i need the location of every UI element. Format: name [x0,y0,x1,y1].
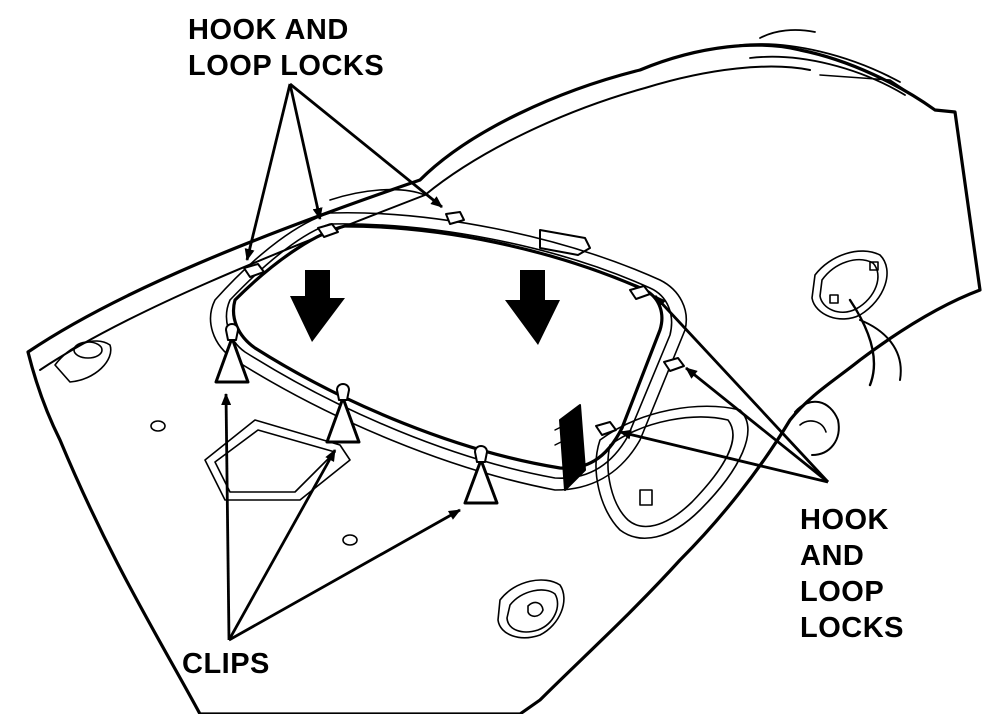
lock-pad-1 [243,263,265,278]
leader-right-2 [685,366,829,484]
label-line: LOCKS [800,612,904,644]
label-line: LOOP [800,576,885,608]
hook-loop-locks-label-top: HOOK AND LOOP LOCKS [188,12,384,84]
hook-loop-lock-pads [243,211,685,436]
down-arrow-left-icon [290,270,345,342]
headliner-outline [26,43,982,714]
lock-pad-5 [663,357,685,372]
leader-top-2 [288,83,323,220]
hook-loop-locks-label-right: HOOK AND LOOP LOCKS [800,502,904,646]
leader-right-3 [619,429,829,484]
label-line: HOOK AND [188,14,349,46]
label-line: LOOP LOCKS [188,50,385,82]
lock-pad-4 [629,285,651,300]
clip-1 [214,323,250,384]
clip-3 [463,445,499,505]
label-line: AND [800,540,865,572]
leader-top-3 [289,82,443,209]
clips-label: CLIPS [182,646,270,682]
label-line: HOOK [800,504,889,536]
install-direction-arrows [290,270,560,345]
callout-leaders [221,82,830,642]
clip-2 [325,383,361,444]
lock-pad-2 [317,223,339,238]
label-line: CLIPS [182,648,270,680]
leader-top-1 [244,83,292,261]
leader-clips-3 [228,508,461,642]
headliner-panel [26,43,982,714]
clip-markers [214,323,499,505]
down-arrow-right-icon [505,270,560,345]
leader-right-1 [653,295,830,483]
lock-pad-3 [445,211,465,225]
leader-clips-2 [227,449,337,641]
sunroof-opening [232,224,664,470]
leader-clips-1 [221,393,232,641]
lock-pad-6 [595,421,617,436]
